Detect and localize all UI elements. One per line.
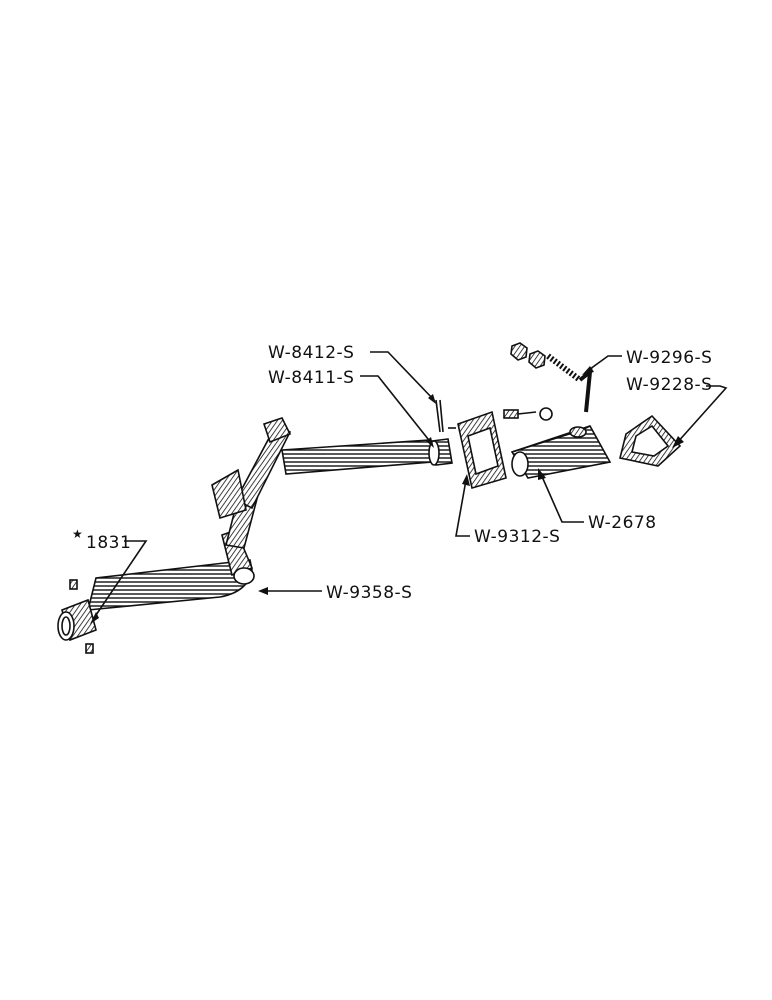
cover-gasket-drawing bbox=[619, 414, 682, 467]
label-w-8411-s: W-8411-S bbox=[268, 368, 354, 388]
label-w-9296-s: W-9296-S bbox=[626, 348, 712, 368]
bent-stud-drawing bbox=[510, 342, 593, 413]
bushing-drawing bbox=[428, 438, 453, 466]
label-1831-mark: ★ bbox=[72, 527, 83, 541]
label-w-2678: W-2678 bbox=[588, 513, 657, 533]
part-labels: 1831 ★ W-9358-S W-8412-S W-8411-S W-9312… bbox=[72, 343, 712, 603]
label-w-9228-s: W-9228-S bbox=[626, 375, 712, 395]
collar-drawing bbox=[57, 579, 97, 654]
label-w-8412-s: W-8412-S bbox=[268, 343, 354, 363]
label-w-9358-s: W-9358-S bbox=[326, 583, 412, 603]
housing-block-drawing bbox=[503, 407, 612, 479]
axle-tube-drawing bbox=[86, 417, 433, 611]
label-w-9312-s: W-9312-S bbox=[474, 527, 560, 547]
cotter-pin-drawing bbox=[435, 399, 456, 433]
gasket-plate-drawing bbox=[457, 410, 507, 490]
leader-lines bbox=[90, 351, 728, 624]
label-1831: 1831 bbox=[86, 533, 131, 553]
